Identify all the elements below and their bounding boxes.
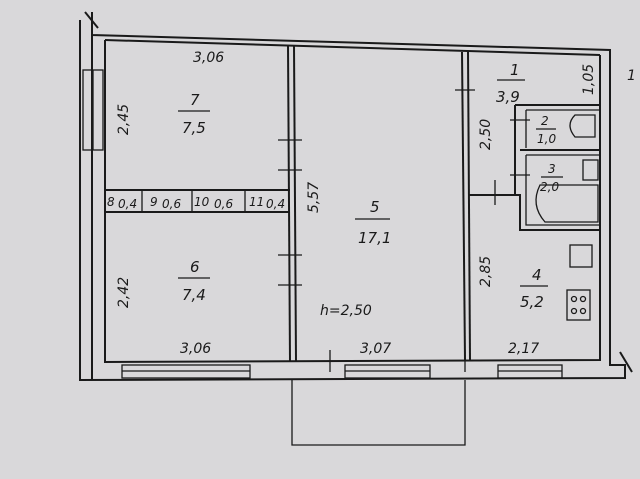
svg-text:5: 5 (370, 198, 380, 216)
svg-text:3,06: 3,06 (193, 50, 224, 66)
svg-text:9: 9 (150, 195, 158, 209)
svg-text:6: 6 (190, 258, 200, 276)
door-marks (278, 89, 530, 372)
svg-text:11: 11 (249, 195, 264, 209)
svg-text:h=2,50: h=2,50 (320, 303, 372, 319)
room-1: 1 3,9 (496, 61, 525, 106)
svg-text:2,45: 2,45 (116, 104, 132, 135)
svg-text:7: 7 (190, 91, 200, 109)
room-2: 2 1,0 (536, 114, 556, 146)
svg-text:4: 4 (532, 266, 542, 284)
svg-text:2,50: 2,50 (478, 119, 494, 150)
svg-text:0,4: 0,4 (266, 197, 285, 211)
svg-text:1,05: 1,05 (581, 64, 597, 95)
svg-text:0,6: 0,6 (162, 197, 181, 211)
svg-text:2,0: 2,0 (540, 180, 559, 194)
svg-text:1,0: 1,0 (537, 132, 556, 146)
balcony (291, 380, 466, 446)
svg-text:2,85: 2,85 (478, 256, 494, 287)
svg-text:17,1: 17,1 (358, 229, 391, 247)
closets: 8 0,4 9 0,6 10 0,6 11 0,4 (107, 195, 285, 211)
svg-text:0,6: 0,6 (214, 197, 233, 211)
svg-text:3,07: 3,07 (360, 341, 391, 357)
windows (82, 69, 563, 379)
svg-text:7,4: 7,4 (182, 286, 206, 304)
svg-text:3,9: 3,9 (496, 88, 520, 106)
svg-text:8: 8 (107, 195, 115, 209)
svg-text:5,2: 5,2 (520, 293, 544, 311)
svg-text:2,42: 2,42 (116, 277, 132, 308)
svg-text:3,06: 3,06 (180, 341, 211, 357)
svg-text:5,57: 5,57 (306, 182, 322, 213)
svg-text:2: 2 (541, 114, 549, 128)
room-6: 6 7,4 (178, 258, 210, 304)
svg-text:1: 1 (627, 68, 636, 84)
room-4: 4 5,2 (520, 266, 548, 311)
room-5: 5 17,1 (355, 198, 391, 247)
interior-walls (105, 44, 600, 363)
svg-text:7,5: 7,5 (182, 119, 206, 137)
room-3: 3 2,0 (540, 162, 563, 194)
svg-text:1: 1 (510, 61, 520, 79)
fixtures (535, 114, 599, 321)
svg-text:2,17: 2,17 (508, 341, 539, 357)
svg-text:10: 10 (194, 195, 210, 209)
svg-text:3: 3 (548, 162, 556, 176)
svg-text:0,4: 0,4 (118, 197, 137, 211)
dimensions: 3,06 2,45 2,42 3,06 5,57 3,07 h=2,50 2,5… (116, 50, 636, 357)
room-7: 7 7,5 (178, 91, 210, 137)
outer-walls (79, 11, 633, 382)
